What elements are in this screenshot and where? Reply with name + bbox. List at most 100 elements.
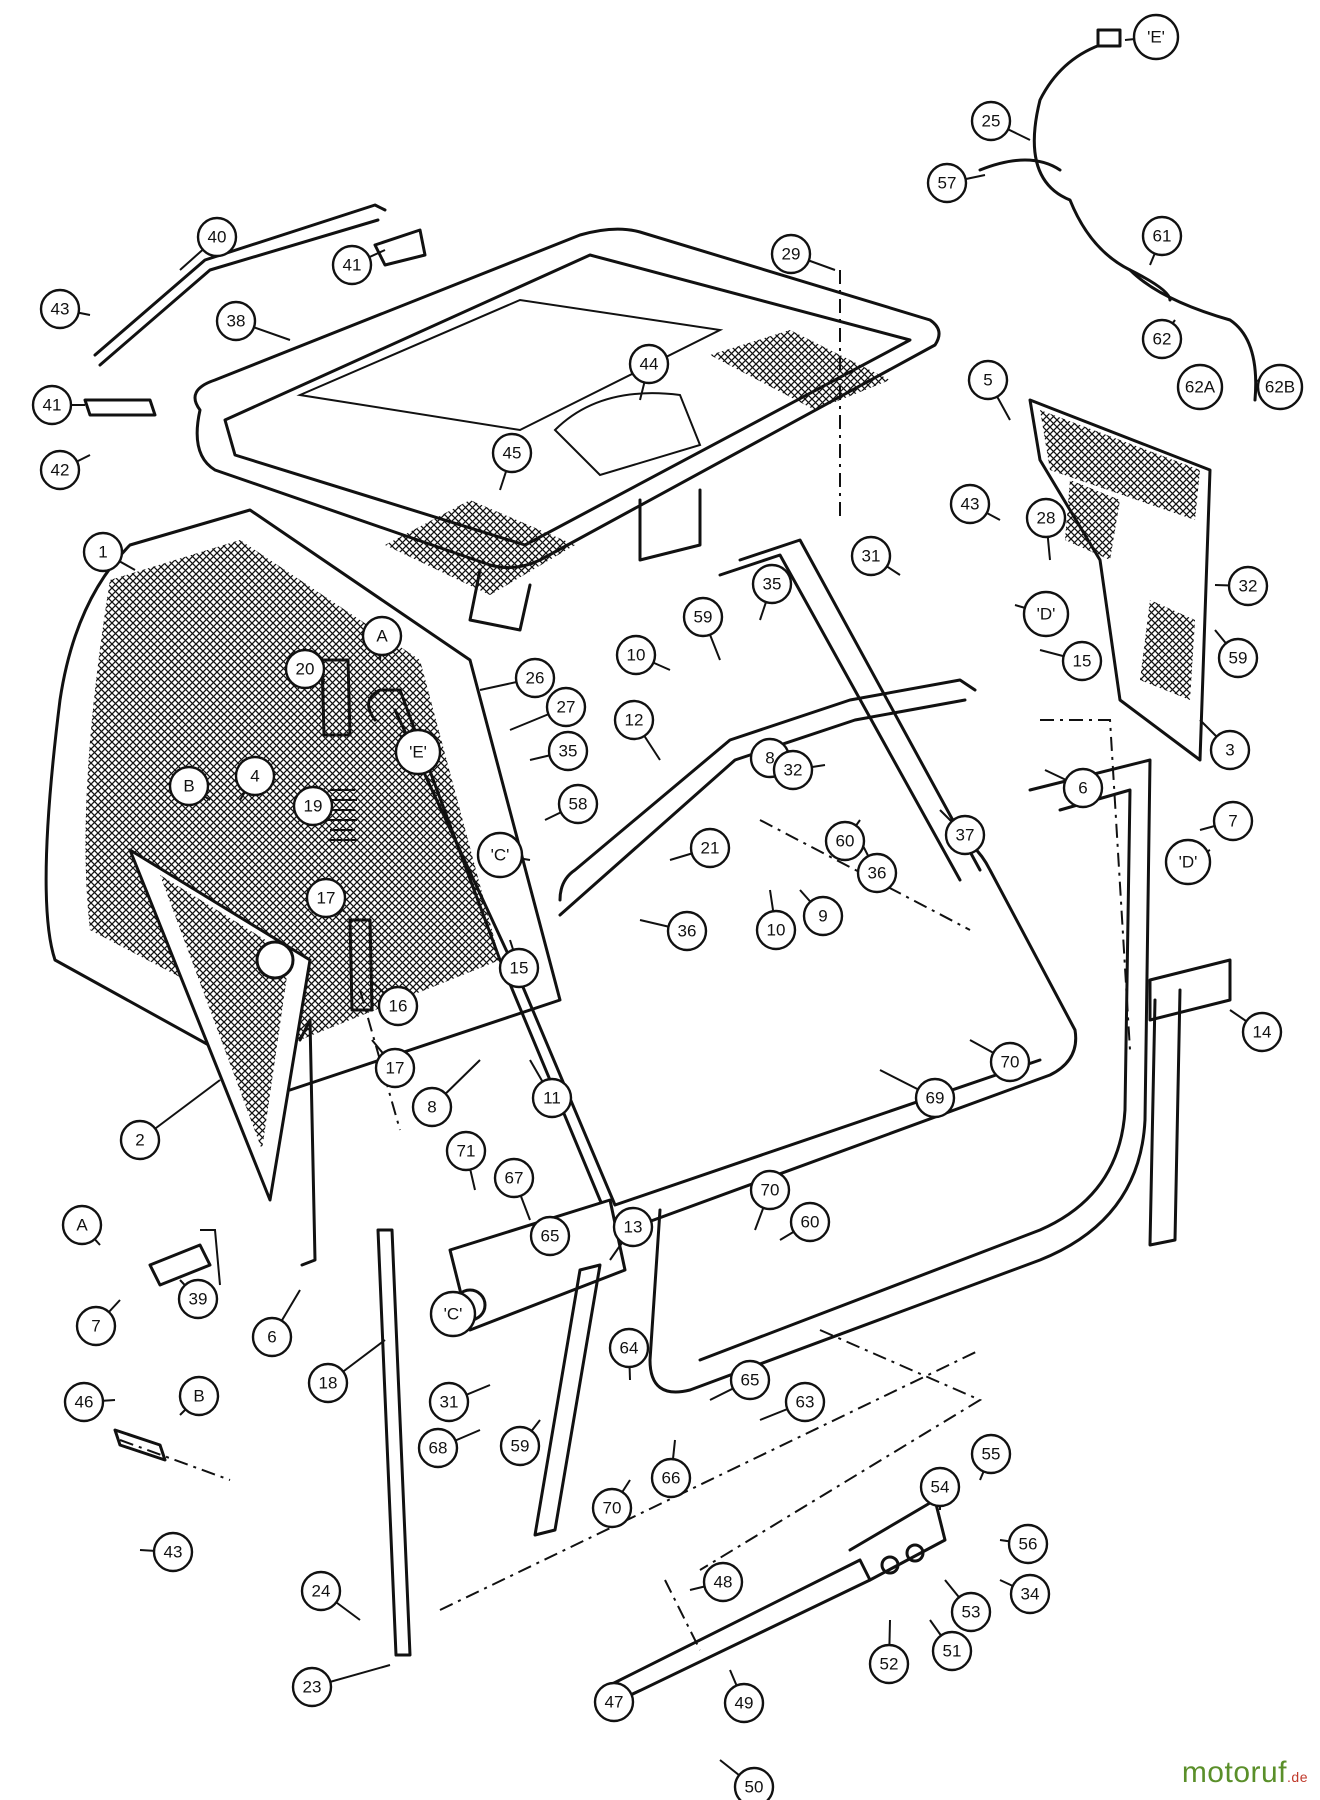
callout-label: 10 [767,921,786,940]
part-callout-64: 64 [608,1327,650,1381]
part-callout-17: 17 [305,877,347,919]
hood-canopy [193,227,941,632]
callout-label: 60 [836,832,855,851]
part-callout-31: 31 [428,1381,491,1423]
callout-label: 23 [303,1678,322,1697]
part-callout-32: 32 [1214,565,1269,607]
part-callout-9: 9 [799,889,844,937]
part-callout-20: 20 [284,648,326,690]
callout-label: 1 [98,543,107,562]
part-callout-1: 1 [82,531,136,573]
callout-layer: 1234566778891010111213141515161717181920… [31,13,1304,1800]
part-callout-29: 29 [770,233,836,275]
callout-label: 70 [761,1181,780,1200]
callout-label: 18 [319,1374,338,1393]
part-callout-58: 58 [544,783,599,825]
part-callout-59: 59 [682,596,724,661]
detail-a [148,1229,221,1287]
callout-label: 15 [1073,652,1092,671]
part-callout-14: 14 [1229,1009,1283,1053]
callout-label: 40 [208,228,227,247]
callout-label: 65 [741,1371,760,1390]
part-callout-15: 15 [1039,640,1103,682]
part-callout-8: 8 [411,1059,481,1128]
part-callout-16: 16 [369,979,419,1027]
callout-label: 11 [543,1089,561,1108]
callout-label: 54 [931,1478,950,1497]
part-callout-55: 55 [970,1433,1012,1481]
part-callout-49: 49 [723,1669,765,1724]
callout-label: 8 [427,1098,436,1117]
callout-label: 58 [569,795,588,814]
part-callout-13: 13 [609,1206,654,1261]
part-callout-23: 23 [291,1664,391,1708]
part-callout-48: 48 [689,1561,744,1603]
detail-callout-d: 'D' [1164,838,1212,886]
callout-label: 47 [605,1693,624,1712]
callout-label: 'E' [1147,28,1165,47]
part-callout-59: 59 [499,1419,541,1467]
part-callout-51: 51 [929,1619,973,1672]
callout-label: 43 [961,495,980,514]
part-callout-21: 21 [669,827,731,869]
part-callout-65: 65 [529,1215,571,1257]
part-callout-5: 5 [967,359,1011,421]
callout-label: 69 [926,1089,945,1108]
callout-label: 56 [1019,1535,1038,1554]
callout-label: 41 [43,396,62,415]
callout-label: 59 [511,1437,530,1456]
part-callout-25: 25 [970,100,1031,142]
callout-label: 34 [1021,1585,1040,1604]
callout-label: 7 [91,1317,100,1336]
callout-label: 17 [386,1059,405,1078]
callout-label: 60 [801,1213,820,1232]
part-callout-35: 35 [751,563,793,621]
part-callout-6: 6 [251,1289,301,1358]
callout-label: B [193,1387,204,1406]
callout-label: 17 [317,889,336,908]
callout-label: 59 [1229,649,1248,668]
part-callout-53: 53 [944,1579,992,1633]
callout-label: 'C' [491,846,510,865]
callout-label: 13 [624,1218,643,1237]
part-callout-70: 70 [591,1479,633,1529]
callout-label: 'E' [409,743,427,762]
part-callout-70: 70 [969,1039,1031,1083]
callout-label: 12 [625,711,644,730]
part-callout-7: 7 [1199,800,1254,842]
wiring-harness [978,28,1258,402]
callout-label: 41 [343,256,362,275]
callout-label: 6 [267,1328,276,1347]
part-callout-61: 61 [1141,215,1183,266]
part-callout-2: 2 [119,1079,221,1161]
callout-label: A [76,1216,88,1235]
callout-label: A [376,627,388,646]
callout-label: 49 [735,1694,754,1713]
callout-label: 14 [1253,1023,1272,1042]
callout-label: 52 [880,1655,899,1674]
callout-label: 64 [620,1339,639,1358]
part-callout-7: 7 [75,1299,121,1347]
callout-label: 29 [782,245,801,264]
callout-label: 53 [962,1603,981,1622]
right-frame [648,758,1232,1394]
callout-label: 42 [51,461,70,480]
callout-label: 25 [982,112,1001,131]
callout-label: 32 [784,761,803,780]
callout-label: 28 [1037,509,1056,528]
part-callout-6: 6 [1044,767,1104,809]
part-callout-62b: 62B [1254,363,1304,411]
part-callout-70: 70 [749,1169,791,1231]
callout-label: 35 [763,575,782,594]
part-callout-69: 69 [879,1069,956,1119]
callout-label: 16 [389,997,408,1016]
part-callout-59: 59 [1214,629,1259,679]
part-callout-37: 37 [939,809,986,856]
callout-label: 68 [429,1439,448,1458]
part-callout-24: 24 [300,1570,361,1621]
callout-label: 71 [457,1142,476,1161]
part-callout-42: 42 [39,449,91,491]
callout-label: 62 [1153,330,1172,349]
callout-label: 48 [714,1573,733,1592]
callout-label: 3 [1225,741,1234,760]
